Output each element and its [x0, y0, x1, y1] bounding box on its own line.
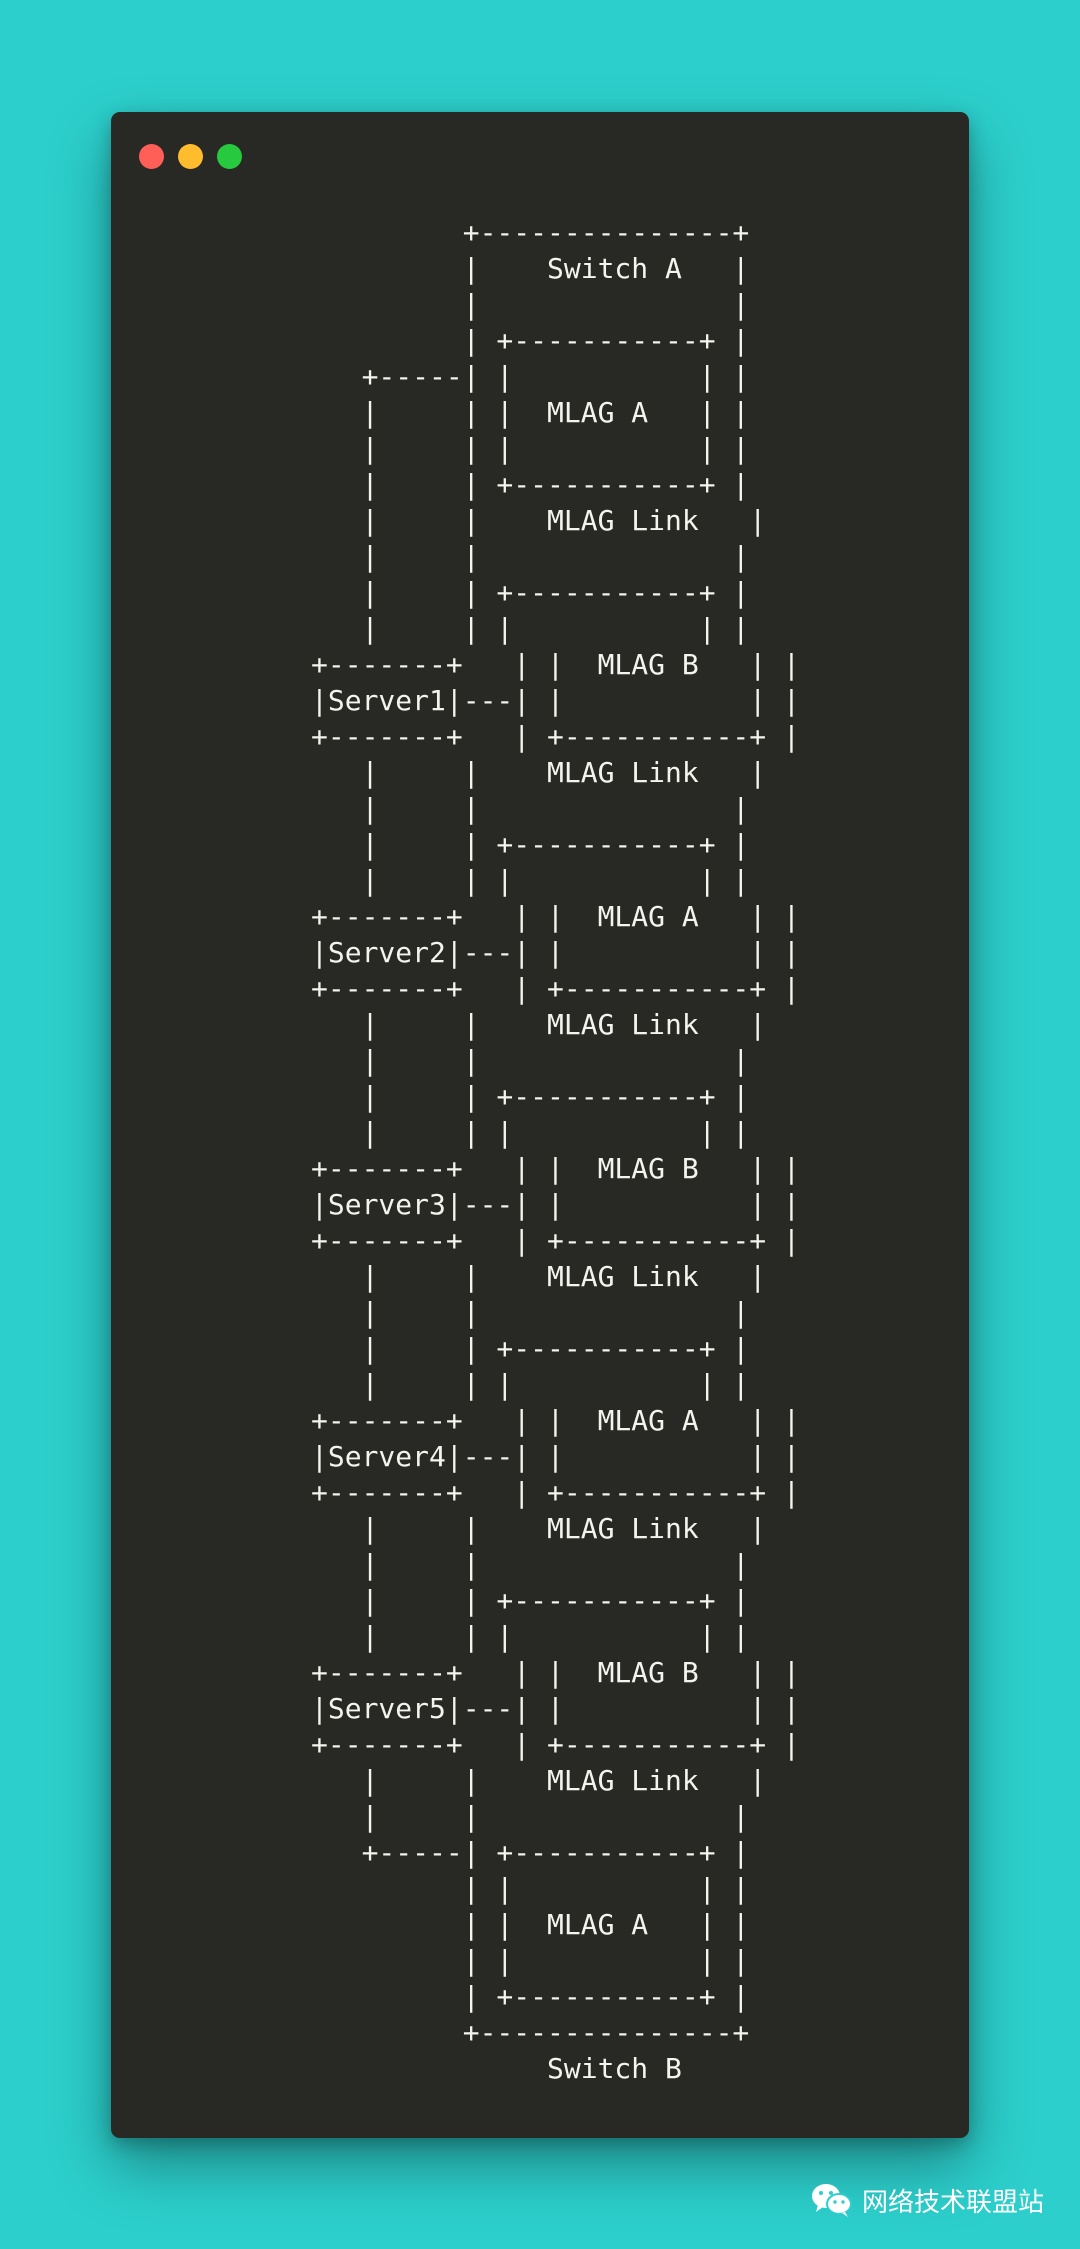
diagram-line: | | MLAG Link | — [311, 756, 767, 789]
diagram-line: | | | | — [311, 1944, 750, 1977]
diagram-line: | | | | | — [311, 864, 750, 897]
diagram-line: | | | | — [311, 1872, 750, 1905]
diagram-line: | | +-----------+ | — [311, 1080, 750, 1113]
diagram-line: +-------+ | +-----------+ | — [311, 1476, 800, 1509]
diagram-line: |Server2|---| | | | — [311, 936, 800, 969]
diagram-line: | | | | | — [311, 432, 750, 465]
diagram-line: +-------+ | | MLAG A | | — [311, 1404, 800, 1437]
diagram-line: +-------+ | +-----------+ | — [311, 720, 800, 753]
diagram-line: | | MLAG Link | — [311, 1512, 767, 1545]
diagram-line: +---------------+ — [311, 2016, 750, 2049]
diagram-line: | | | MLAG A | | — [311, 396, 750, 429]
diagram-line: Switch B — [311, 2052, 682, 2085]
diagram-line: | | MLAG A | | — [311, 1908, 750, 1941]
diagram-line: | | +-----------+ | — [311, 1584, 750, 1617]
diagram-line: +---------------+ — [311, 216, 750, 249]
diagram-line: | | | — [311, 792, 750, 825]
diagram-line: | | | — [311, 1296, 750, 1329]
watermark: 网络技术联盟站 — [810, 2181, 1044, 2219]
diagram-line: +-------+ | | MLAG B | | — [311, 1656, 800, 1689]
diagram-line: | | | — [311, 540, 750, 573]
diagram-line: +-------+ | +-----------+ | — [311, 1728, 800, 1761]
diagram-line: +-------+ | +-----------+ | — [311, 1224, 800, 1257]
code-window: +---------------+ | Switch A | | | | +--… — [111, 112, 969, 2138]
minimize-button[interactable] — [178, 144, 203, 169]
diagram-line: | +-----------+ | — [311, 324, 750, 357]
diagram-line: | | MLAG Link | — [311, 1260, 767, 1293]
maximize-button[interactable] — [217, 144, 242, 169]
diagram-line: | | +-----------+ | — [311, 468, 750, 501]
diagram-line: | | | | | — [311, 1116, 750, 1149]
diagram-line: | | +-----------+ | — [311, 1332, 750, 1365]
diagram-line: | | MLAG Link | — [311, 504, 767, 537]
wechat-icon — [810, 2181, 854, 2219]
diagram-line: | +-----------+ | — [311, 1980, 750, 2013]
diagram-line: +-----| +-----------+ | — [311, 1836, 750, 1869]
window-controls — [139, 144, 242, 169]
diagram-line: | | +-----------+ | — [311, 576, 750, 609]
diagram-line: |Server5|---| | | | — [311, 1692, 800, 1725]
diagram-line: | | | | | — [311, 1368, 750, 1401]
ascii-diagram: +---------------+ | Switch A | | | | +--… — [311, 215, 800, 2087]
diagram-line: | | +-----------+ | — [311, 828, 750, 861]
watermark-text: 网络技术联盟站 — [861, 2187, 1044, 2218]
diagram-line: | | MLAG Link | — [311, 1008, 767, 1041]
diagram-line: | Switch A | — [311, 252, 750, 285]
diagram-line: | | | — [311, 1044, 750, 1077]
diagram-line: +-------+ | | MLAG B | | — [311, 1152, 800, 1185]
diagram-line: |Server1|---| | | | — [311, 684, 800, 717]
diagram-line: | | | — [311, 1548, 750, 1581]
diagram-line: | | | | | — [311, 612, 750, 645]
diagram-line: +-----| | | | — [311, 360, 750, 393]
diagram-line: +-------+ | | MLAG B | | — [311, 648, 800, 681]
close-button[interactable] — [139, 144, 164, 169]
diagram-line: +-------+ | | MLAG A | | — [311, 900, 800, 933]
diagram-line: +-------+ | +-----------+ | — [311, 972, 800, 1005]
diagram-line: | | | | | — [311, 1620, 750, 1653]
diagram-line: | | | — [311, 1800, 750, 1833]
diagram-line: |Server4|---| | | | — [311, 1440, 800, 1473]
diagram-line: | | MLAG Link | — [311, 1764, 767, 1797]
diagram-line: | | — [311, 288, 750, 321]
diagram-line: |Server3|---| | | | — [311, 1188, 800, 1221]
